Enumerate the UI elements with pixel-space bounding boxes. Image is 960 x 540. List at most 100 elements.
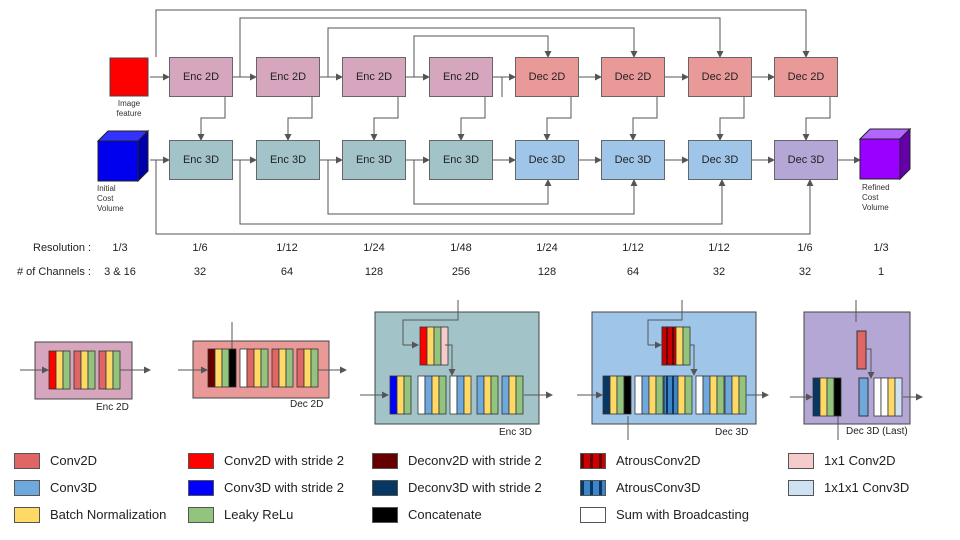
- image-feature-cube: [109, 57, 149, 97]
- dec3d-detail-unit: [702, 375, 711, 415]
- dec3d-detail-unit: [677, 375, 686, 415]
- enc2d-block-3: Enc 2D: [342, 57, 406, 97]
- ch-2: 32: [193, 266, 207, 278]
- ch-1: 3 & 16: [104, 266, 136, 278]
- enc2d-detail-unit: [87, 350, 96, 390]
- feature-down-link: [802, 97, 831, 141]
- legend-label: 1x1 Conv2D: [824, 453, 896, 468]
- dec2d-detail-unit: [207, 348, 216, 388]
- ch-10: 1: [877, 266, 885, 278]
- ch-4: 128: [364, 266, 384, 278]
- dec2d-block-3: Dec 2D: [688, 57, 752, 97]
- enc2d-detail-unit: [73, 350, 82, 390]
- dec2d-detail-unit: [214, 348, 223, 388]
- res-8: 1/12: [708, 242, 730, 254]
- dec3d-detail-unit: [731, 375, 740, 415]
- enc3d-block-4: Enc 3D: [429, 140, 493, 180]
- dec3d-detail-unit: [609, 375, 618, 415]
- enc3d-detail-feature-down: [445, 344, 456, 376]
- dec3d-detail-2d-unit: [682, 326, 691, 366]
- detail-caption-dec2d: Dec 2D: [290, 399, 324, 410]
- dec3d-detail-unit: [684, 375, 693, 415]
- dec2d-detail-unit: [285, 348, 294, 388]
- legend-swatch: [14, 507, 40, 523]
- legend-swatch: [580, 480, 606, 496]
- enc2d-detail-unit: [55, 350, 64, 390]
- channels-label: # of Channels :: [17, 266, 91, 278]
- skip-bottom-1: [155, 160, 814, 235]
- dec2d-detail-unit: [271, 348, 280, 388]
- enc3d-detail-unit: [431, 375, 440, 415]
- dec2d-detail-unit: [221, 348, 230, 388]
- ch-3: 64: [280, 266, 294, 278]
- skip-top-2: [239, 17, 724, 77]
- legend-swatch: [188, 480, 214, 496]
- dec3d-last-detail-unit: [894, 377, 903, 417]
- legend-label: Conv3D with stride 2: [224, 480, 344, 495]
- ch-9: 32: [798, 266, 812, 278]
- legend-swatch: [188, 453, 214, 469]
- dec3d-detail-2d-unit: [675, 326, 684, 366]
- legend-label: Conv2D: [50, 453, 97, 468]
- dec3d-last-detail-unit: [833, 377, 842, 417]
- ch-7: 64: [626, 266, 640, 278]
- feature-down-link: [543, 97, 572, 141]
- detail-caption-enc3d: Enc 3D: [499, 427, 532, 438]
- dec3d-last-conv3d: [858, 377, 869, 417]
- legend-label: Conv3D: [50, 480, 97, 495]
- enc2d-detail-unit: [98, 350, 107, 390]
- legend-swatch: [788, 453, 814, 469]
- legend-label: 1x1x1 Conv3D: [824, 480, 910, 495]
- legend-swatch: [372, 480, 398, 496]
- dec3d-detail-unit: [641, 375, 650, 415]
- enc3d-detail-unit: [501, 375, 510, 415]
- dec2d-detail-unit: [260, 348, 269, 388]
- legend-label: Leaky ReLu: [224, 507, 294, 522]
- legend-label: AtrousConv3D: [616, 480, 701, 495]
- enc3d-detail-2d-unit: [419, 326, 428, 366]
- res-4: 1/24: [363, 242, 385, 254]
- enc3d-detail-unit: [515, 375, 524, 415]
- detail-caption-dec3d-last: Dec 3D (Last): [846, 426, 908, 437]
- skip-bottom-2: [239, 160, 726, 225]
- dec3d-block-3: Dec 3D: [688, 140, 752, 180]
- res-5: 1/48: [450, 242, 472, 254]
- dec2d-detail-unit: [278, 348, 287, 388]
- enc3d-detail-unit: [483, 375, 492, 415]
- enc3d-detail-unit: [438, 375, 447, 415]
- dec3d-last-detail-unit: [873, 377, 882, 417]
- detail-caption-enc2d: Enc 2D: [96, 402, 129, 413]
- enc3d-block-3: Enc 3D: [342, 140, 406, 180]
- skip-top-1: [155, 9, 810, 58]
- enc3d-detail-unit: [456, 375, 465, 415]
- res-6: 1/24: [536, 242, 558, 254]
- enc3d-detail-unit: [490, 375, 499, 415]
- dec3d-detail-feature-down: [690, 344, 698, 376]
- skip-bottom-3: [327, 160, 638, 215]
- enc3d-detail-unit: [389, 375, 398, 415]
- enc3d-detail-unit: [403, 375, 412, 415]
- legend-swatch: [372, 453, 398, 469]
- res-9: 1/6: [797, 242, 813, 254]
- feature-down-link: [370, 97, 399, 141]
- dec3d-detail-unit: [724, 375, 733, 415]
- enc3d-detail-unit: [424, 375, 433, 415]
- res-7: 1/12: [622, 242, 644, 254]
- feature-down-link: [629, 97, 658, 141]
- skip-bottom-4: [413, 160, 552, 205]
- legend-swatch: [188, 507, 214, 523]
- legend-label: Conv2D with stride 2: [224, 453, 344, 468]
- enc2d-detail-unit: [80, 350, 89, 390]
- legend-swatch: [788, 480, 814, 496]
- ch-8: 32: [712, 266, 726, 278]
- dec3d-detail-unit: [709, 375, 718, 415]
- enc3d-detail-feature: [402, 300, 459, 345]
- dec3d-atrous2d: [661, 326, 677, 366]
- resolution-label: Resolution :: [33, 242, 92, 254]
- legend-swatch: [14, 480, 40, 496]
- dec3d-detail-unit: [602, 375, 611, 415]
- enc3d-detail-unit: [396, 375, 405, 415]
- dec2d-detail-unit: [253, 348, 262, 388]
- dec2d-block-4: Dec 2D: [774, 57, 838, 97]
